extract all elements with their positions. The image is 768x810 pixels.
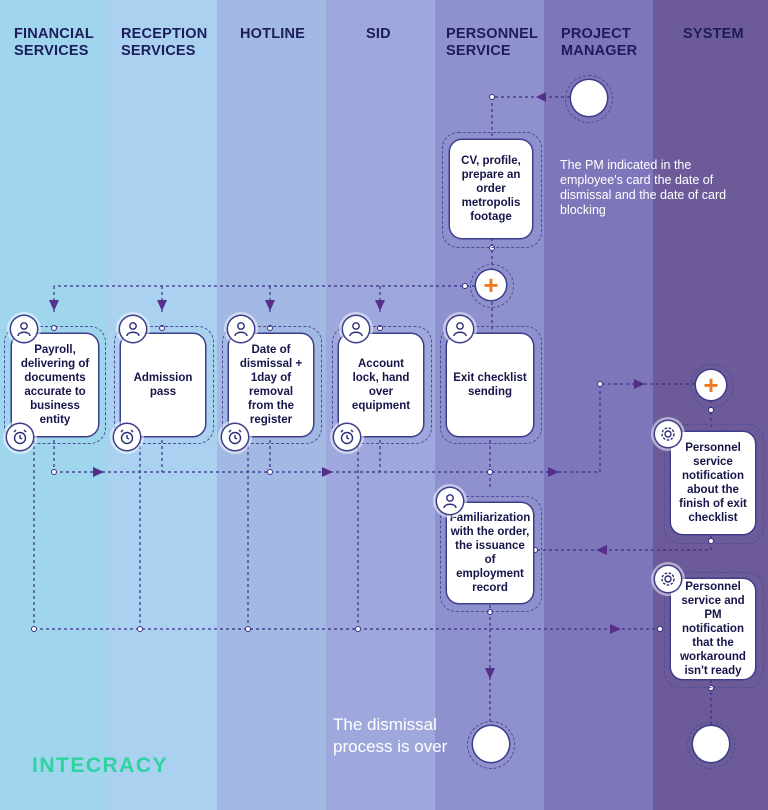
gear-icon: [655, 421, 681, 447]
admission-outline: [114, 326, 214, 444]
start-event-ring: [565, 75, 613, 123]
alarm-clock-icon: [334, 424, 360, 450]
parallel-gateway-plus-icon[interactable]: +: [696, 370, 726, 400]
payroll-outline: [4, 326, 106, 444]
person-icon: [228, 316, 254, 342]
end-event-ring: [687, 721, 735, 769]
alarm-clock-icon: [222, 424, 248, 450]
note-pm-indicated: The PM indicated in the employee's card …: [560, 158, 727, 217]
note-process-over: The dismissal process is over: [333, 715, 448, 756]
gateway-ring: [470, 264, 514, 308]
exit-checklist-outline: [440, 326, 542, 444]
end-event-circle[interactable]: [693, 726, 729, 762]
task-cv-profile[interactable]: CV, profile, prepare an order metropolis…: [450, 140, 532, 238]
account-lock-outline: [332, 326, 432, 444]
parallel-gateway-plus-icon[interactable]: +: [476, 270, 506, 300]
intecracy-logo: INTECRACY: [32, 754, 169, 777]
personnel-notification-outline: [664, 424, 764, 544]
alarm-clock-icon: [114, 424, 140, 450]
task-payroll[interactable]: Payroll, delivering of documents accurat…: [12, 334, 98, 436]
task-exit-checklist[interactable]: Exit checklist sending: [447, 334, 533, 436]
lane-title-project-manager: PROJECT MANAGER: [561, 26, 638, 59]
familiarization-outline: [440, 496, 542, 612]
lane-title-system: SYSTEM: [683, 26, 744, 42]
task-admission-pass[interactable]: Admission pass: [121, 334, 205, 436]
person-icon: [343, 316, 369, 342]
end-event-circle[interactable]: [473, 726, 509, 762]
pm-notification-outline: [664, 572, 764, 688]
task-familiarization[interactable]: Familiarization with the order, the issu…: [447, 503, 533, 603]
cv-task-outline: [442, 132, 542, 248]
lane-title-reception-services: RECEPTION SERVICES: [121, 26, 208, 59]
gear-icon: [655, 566, 681, 592]
task-pm-notification[interactable]: Personnel service and PM notification th…: [671, 579, 755, 679]
person-icon: [447, 316, 473, 342]
alarm-clock-icon: [7, 424, 33, 450]
person-icon: [11, 316, 37, 342]
person-icon: [437, 488, 463, 514]
end-event-ring: [467, 721, 515, 769]
task-date-of-dismissal[interactable]: Date of dismissal + 1day of removal from…: [229, 334, 313, 436]
task-personnel-notification[interactable]: Personnel service notification about the…: [671, 432, 755, 534]
lane-title-financial-services: FINANCIAL SERVICES: [14, 26, 94, 59]
person-icon: [120, 316, 146, 342]
system-gateway-ring: [690, 364, 734, 408]
lane-project-manager: PROJECT MANAGER: [544, 0, 653, 810]
lane-title-personnel-service: PERSONNEL SERVICE: [446, 26, 539, 59]
start-event-circle[interactable]: [571, 80, 607, 116]
task-account-lock[interactable]: Account lock, hand over equipment: [339, 334, 423, 436]
lane-title-hotline: HOTLINE: [240, 26, 306, 42]
lane-title-sid: SID: [366, 26, 391, 42]
dismissal-date-outline: [222, 326, 322, 444]
